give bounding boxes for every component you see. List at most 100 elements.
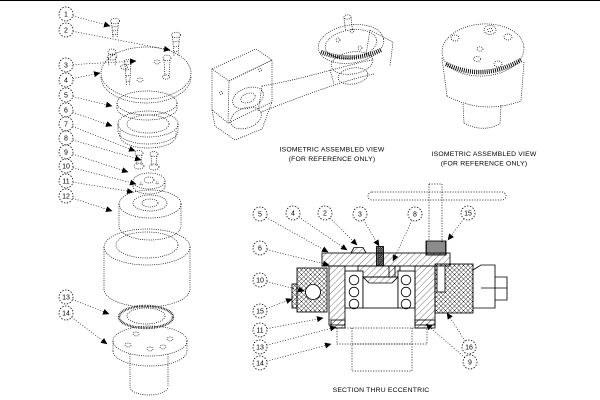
balloon-1: 1 — [58, 6, 111, 28]
balloon-8: 8 — [392, 206, 423, 262]
right-arm-block — [434, 263, 474, 314]
exploded-screws-8-9 — [133, 150, 160, 171]
leader-line — [71, 316, 108, 345]
balloon-2: 2 — [58, 22, 171, 52]
balloon-9: 9 — [58, 144, 129, 174]
balloon-number: 8 — [413, 211, 417, 218]
balloon-11: 11 — [58, 173, 134, 194]
balloon-circle — [58, 102, 74, 118]
leader-line — [329, 217, 358, 246]
balloon-6: 6 — [252, 240, 330, 267]
balloon-circle — [252, 272, 268, 288]
left-foot — [330, 319, 346, 329]
arm-head — [317, 24, 385, 85]
section-top-plate — [321, 252, 451, 267]
leader-line — [425, 323, 465, 358]
leader-line — [265, 217, 329, 253]
leader-line — [446, 312, 466, 342]
balloon-7: 7 — [58, 116, 136, 152]
leader-line — [72, 31, 171, 52]
balloon-number: 13 — [62, 294, 70, 301]
balloon-number: 10 — [256, 277, 264, 284]
balloon-number: 4 — [291, 210, 295, 217]
balloon-number: 1 — [64, 11, 68, 18]
balloon-circle — [58, 158, 74, 174]
balloon-number: 13 — [256, 344, 264, 351]
section-view-caption: SECTION THRU ECCENTRIC — [333, 387, 430, 394]
balloon-5: 5 — [252, 206, 329, 253]
exploded-ring-5 — [116, 90, 178, 121]
exploded-cylinder-12 — [103, 228, 191, 308]
arm-view-caption-line1: ISOMETRIC ASSEMBLED VIEW — [280, 147, 385, 154]
balloon-circle — [461, 339, 477, 355]
balloon-circle — [462, 354, 478, 370]
rod-end-piece — [472, 264, 508, 309]
balloon-number: 9 — [468, 359, 472, 366]
leader-line — [266, 342, 332, 362]
balloon-number: 16 — [465, 344, 473, 351]
leader-line — [72, 126, 136, 152]
balloon-circle — [407, 206, 423, 222]
balloon-circle — [252, 206, 268, 222]
balloon-number: 3 — [358, 211, 362, 218]
balloon-16: 16 — [446, 312, 477, 355]
cylinder-view-caption-line1: ISOMETRIC ASSEMBLED VIEW — [432, 151, 537, 158]
balloon-15: 15 — [252, 298, 293, 319]
leader-line — [72, 299, 110, 315]
balloon-4: 4 — [58, 71, 101, 88]
right-housing-wall — [414, 265, 436, 326]
balloon-number: 9 — [64, 149, 68, 156]
arm-top-pin — [343, 14, 353, 32]
balloon-number: 2 — [64, 27, 68, 34]
arm-view-caption-line2: (FOR REFERENCE ONLY) — [289, 156, 376, 163]
leader-line — [266, 298, 293, 309]
balloon-12: 12 — [58, 188, 113, 212]
balloon-13: 13 — [58, 289, 110, 315]
exploded-screw-1 — [110, 17, 120, 39]
balloon-14: 14 — [58, 305, 108, 345]
leader-line — [72, 111, 113, 127]
balloon-circle — [58, 130, 74, 146]
exploded-ring-6-7 — [117, 110, 179, 149]
balloon-circle — [58, 87, 74, 103]
exploded-bearing-13 — [117, 304, 175, 330]
leader-line — [363, 219, 380, 247]
balloon-number: 5 — [64, 92, 68, 99]
balloon-circle — [58, 144, 74, 160]
leader-line — [266, 316, 324, 330]
balloon-number: 5 — [258, 211, 262, 218]
lower-flange-hidden — [336, 327, 428, 372]
balloon-15: 15 — [447, 205, 476, 241]
balloon-number: 4 — [64, 77, 68, 84]
balloon-10: 10 — [58, 158, 137, 186]
balloon-3: 3 — [58, 57, 137, 73]
balloon-number: 15 — [256, 308, 264, 315]
balloon-number: 6 — [258, 245, 262, 252]
center-cavity — [361, 276, 400, 309]
exploded-screw-2 — [171, 31, 181, 57]
balloon-circle — [58, 57, 74, 73]
balloon-number: 8 — [64, 135, 68, 142]
balloon-14: 14 — [252, 342, 332, 371]
leader-line — [266, 249, 330, 267]
balloon-circle — [317, 205, 333, 221]
balloon-circle — [252, 339, 268, 355]
left-bearing — [344, 270, 364, 310]
balloon-circle — [58, 72, 74, 88]
cylinder-isometric-view — [441, 23, 525, 129]
left-arm-block — [291, 267, 328, 313]
balloon-number: 11 — [62, 178, 69, 185]
balloon-circle — [352, 206, 368, 222]
balloon-10: 10 — [252, 272, 305, 293]
balloon-6: 6 — [58, 102, 113, 127]
balloon-9: 9 — [425, 323, 478, 370]
balloon-number: 11 — [256, 327, 263, 334]
arm-isometric-view — [211, 14, 394, 141]
balloon-2: 2 — [317, 205, 358, 246]
leader-line — [72, 139, 142, 162]
balloon-number: 7 — [64, 121, 68, 128]
leader-line — [447, 218, 465, 241]
